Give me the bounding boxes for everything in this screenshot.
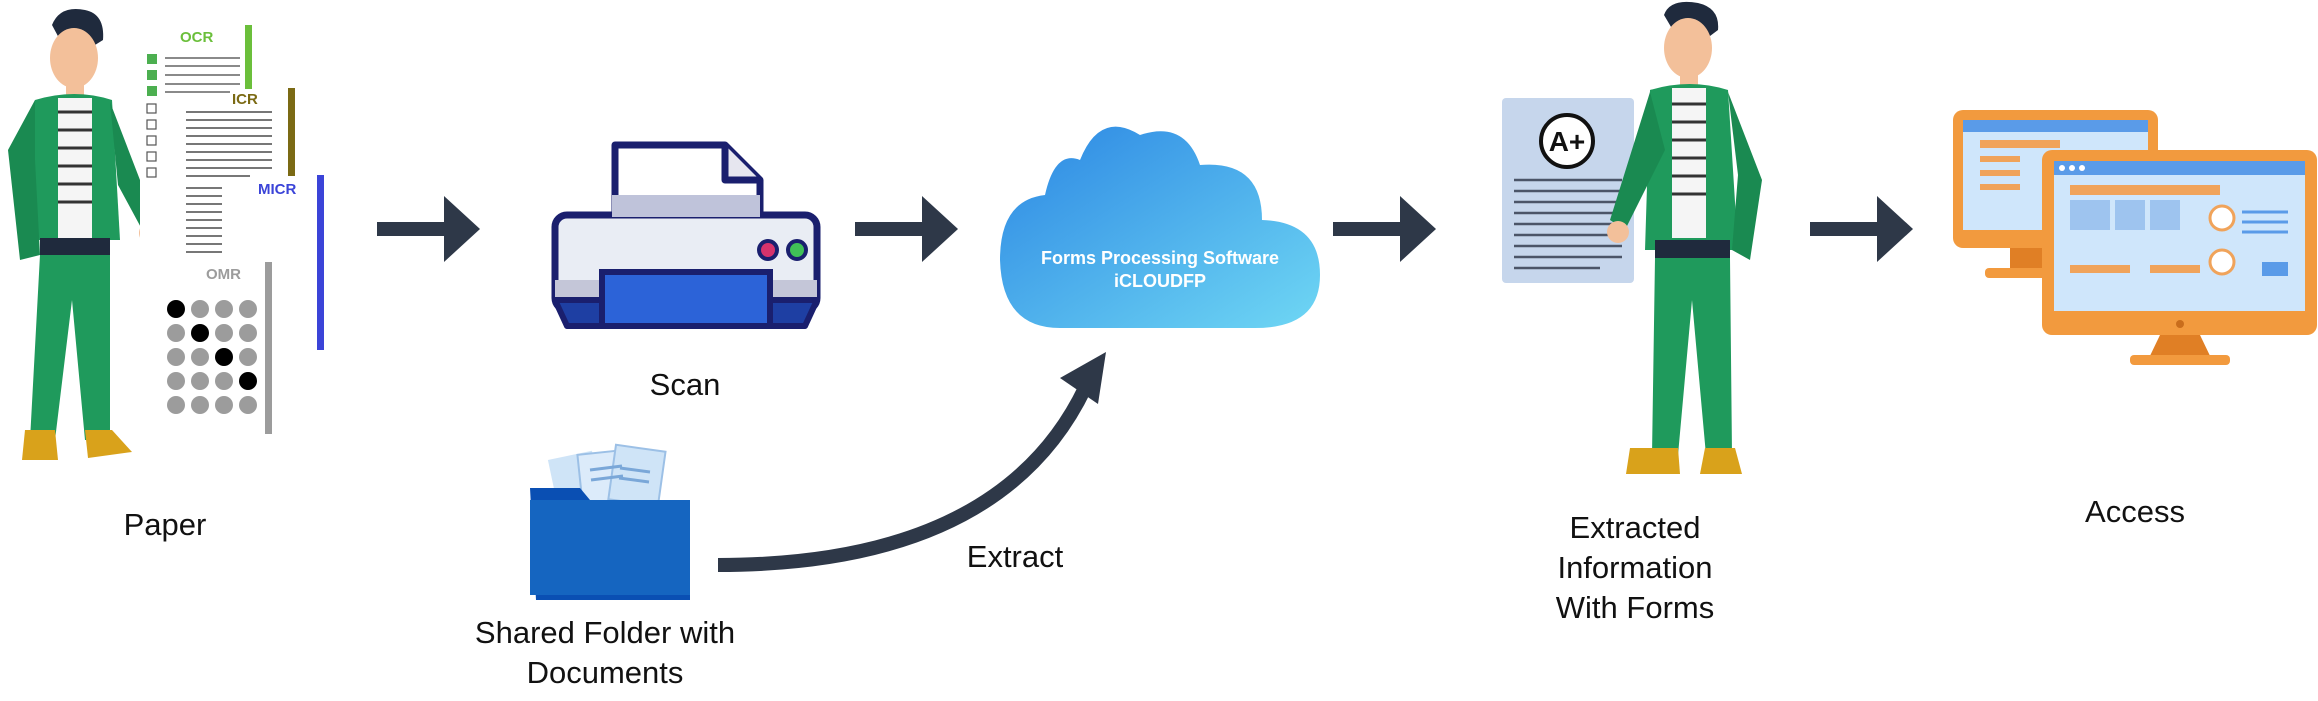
micr-tag: MICR: [258, 181, 296, 198]
icr-tag: ICR: [232, 91, 258, 108]
step-label-extract: Extract: [966, 539, 1064, 574]
omr-bubble-empty: [191, 300, 209, 318]
omr-bubble-empty: [215, 300, 233, 318]
cloud-product-name: iCLOUDFP: [1114, 271, 1206, 291]
omr-bubble-empty: [239, 300, 257, 318]
step-label-paper: Paper: [123, 507, 207, 542]
omr-bubble-empty: [167, 348, 185, 366]
omr-bubble-empty: [215, 324, 233, 342]
printer-icon: [551, 141, 821, 329]
monitors-access-icon: [1953, 110, 2317, 365]
omr-bubble-empty: [191, 348, 209, 366]
ocr-tag: OCR: [180, 29, 214, 46]
omr-bubble-empty: [191, 372, 209, 390]
forms-processing-cloud: Forms Processing Software iCLOUDFP: [1000, 126, 1320, 329]
arrow-cloud-to-extracted: [1333, 196, 1436, 262]
omr-bubble-empty: [167, 372, 185, 390]
shared-folder-line-2: Documents: [526, 655, 684, 690]
grade-badge: A+: [1549, 126, 1586, 157]
omr-bubble-empty: [239, 324, 257, 342]
omr-bubble-empty: [167, 396, 185, 414]
omr-bubble-empty: [239, 348, 257, 366]
monitor-front: [2042, 150, 2317, 365]
omr-bubble-grid: [167, 300, 257, 414]
person-paper-illustration: [8, 9, 161, 460]
cloud-title: Forms Processing Software: [1041, 248, 1279, 268]
extracted-line-1: Extracted: [1569, 510, 1701, 545]
curved-extract-arrow: [717, 352, 1106, 572]
arrow-extracted-to-access: [1810, 196, 1913, 262]
omr-bubble-empty: [167, 324, 185, 342]
extracted-line-3: With Forms: [1555, 590, 1715, 625]
omr-bubble-empty: [215, 396, 233, 414]
extracted-line-2: Information: [1557, 550, 1713, 585]
shared-folder-icon: [530, 443, 690, 600]
omr-bubble-filled: [167, 300, 185, 318]
flow-arrows: [377, 196, 1913, 262]
step-label-access: Access: [2085, 494, 2185, 529]
graded-form-paper: A+: [1502, 98, 1634, 283]
omr-bubble-filled: [215, 348, 233, 366]
icr-bar: [288, 88, 295, 176]
arrow-scan-to-cloud: [855, 196, 958, 262]
step-label-scan: Scan: [649, 367, 721, 402]
step-label-extracted-information: Extracted Information With Forms: [1520, 508, 1750, 628]
omr-bubble-empty: [239, 396, 257, 414]
omr-bubble-empty: [191, 396, 209, 414]
step-label-shared-folder: Shared Folder with Documents: [450, 613, 760, 693]
person-extracted-illustration: [1607, 1, 1762, 474]
omr-bubble-filled: [191, 324, 209, 342]
arrow-paper-to-scan: [377, 196, 480, 262]
omr-bubble-empty: [215, 372, 233, 390]
omr-tag: OMR: [206, 266, 241, 283]
ocr-bar: [245, 25, 252, 89]
shared-folder-line-1: Shared Folder with: [474, 615, 736, 650]
omr-bar: [265, 262, 272, 434]
omr-bubble-filled: [239, 372, 257, 390]
paper-document-illustration: OCR ICR MICR OMR: [140, 25, 324, 450]
micr-bar: [317, 175, 324, 350]
